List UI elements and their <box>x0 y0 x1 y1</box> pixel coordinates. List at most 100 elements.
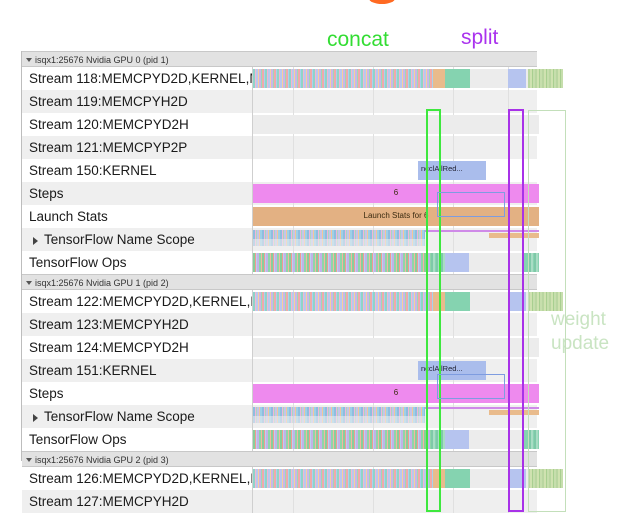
chevron-down-icon[interactable] <box>26 281 32 285</box>
row-track[interactable] <box>252 405 539 428</box>
trace-row[interactable]: Stream 120:MEMCPYD2H <box>22 113 539 136</box>
trace-row-label[interactable]: Stream 151:KERNEL <box>22 359 252 382</box>
row-track[interactable] <box>252 290 563 313</box>
row-track[interactable] <box>252 136 537 159</box>
trace-row-label[interactable]: Stream 120:MEMCPYD2H <box>22 113 252 136</box>
timeline-bar[interactable] <box>526 69 528 88</box>
trace-row[interactable]: TensorFlow Name Scope <box>22 405 539 428</box>
timeline-bar[interactable] <box>470 469 508 488</box>
timeline-bar[interactable] <box>445 69 470 88</box>
trace-row[interactable]: TensorFlow Ops <box>22 428 539 451</box>
timeline-bar[interactable] <box>528 69 563 88</box>
trace-row[interactable]: Stream 121:MEMCPYP2P <box>22 136 537 159</box>
group-header[interactable]: isqx1:25676 Nvidia GPU 1 (pid 2) <box>22 274 537 290</box>
timeline-bar[interactable] <box>508 292 526 311</box>
timeline-bar[interactable] <box>523 430 529 449</box>
trace-row-label[interactable]: Steps <box>22 182 252 205</box>
row-track[interactable] <box>252 428 539 451</box>
trace-row[interactable]: Stream 151:KERNEL ncclAllRed... <box>22 359 537 382</box>
trace-row[interactable]: TensorFlow Name Scope <box>22 228 539 251</box>
timeline-bar[interactable] <box>470 69 508 88</box>
row-track[interactable] <box>252 467 563 490</box>
timeline-bar[interactable] <box>529 253 539 272</box>
trace-row-label[interactable]: Stream 121:MEMCPYP2P <box>22 136 252 159</box>
trace-row-label[interactable]: Stream 127:MEMCPYH2D <box>22 490 252 513</box>
timeline-bar[interactable] <box>253 338 539 357</box>
row-track[interactable] <box>252 228 539 251</box>
row-track[interactable]: ncclAllRed... <box>252 359 537 382</box>
expand-triangle-icon[interactable] <box>33 237 38 245</box>
trace-row[interactable]: Stream 122:MEMCPYD2D,KERNEL,MI <box>22 290 563 313</box>
trace-row-label[interactable]: Stream 123:MEMCPYH2D <box>22 313 252 336</box>
row-track[interactable]: 6 <box>252 382 539 405</box>
timeline-bar[interactable] <box>253 469 433 488</box>
timeline-bar[interactable] <box>253 430 431 449</box>
timeline-bar[interactable] <box>526 292 528 311</box>
trace-row-label[interactable]: TensorFlow Name Scope <box>22 228 252 251</box>
timeline-bar[interactable] <box>253 69 433 88</box>
name-scope-bar[interactable] <box>425 230 539 232</box>
row-track[interactable] <box>252 90 537 113</box>
trace-viewer-panel[interactable]: isqx1:25676 Nvidia GPU 0 (pid 1)Stream 1… <box>21 51 566 513</box>
row-track[interactable] <box>252 313 537 336</box>
name-scope-bar[interactable] <box>253 407 425 416</box>
trace-row[interactable]: Stream 126:MEMCPYD2D,KERNEL,MI <box>22 467 563 490</box>
trace-row-label[interactable]: Steps <box>22 382 252 405</box>
timeline-bar[interactable] <box>470 292 508 311</box>
timeline-bar[interactable] <box>433 69 445 88</box>
timeline-bar[interactable] <box>433 292 445 311</box>
row-track[interactable] <box>252 113 539 136</box>
trace-row-label[interactable]: Stream 126:MEMCPYD2D,KERNEL,MI <box>22 467 252 490</box>
timeline-bar[interactable] <box>445 430 469 449</box>
timeline-bar[interactable] <box>508 469 526 488</box>
row-track[interactable] <box>252 251 539 274</box>
trace-row[interactable]: Stream 127:MEMCPYH2D <box>22 490 537 513</box>
row-track[interactable]: 6 <box>252 182 539 205</box>
trace-row[interactable]: Stream 118:MEMCPYD2D,KERNEL,ME <box>22 67 563 90</box>
trace-row-label[interactable]: Stream 119:MEMCPYH2D <box>22 90 252 113</box>
trace-row-label[interactable]: Launch Stats <box>22 205 252 228</box>
chevron-down-icon[interactable] <box>26 58 32 62</box>
timeline-bar[interactable] <box>523 253 529 272</box>
timeline-bar[interactable] <box>445 253 469 272</box>
trace-row[interactable]: Stream 124:MEMCPYD2H <box>22 336 539 359</box>
steps-bar[interactable]: 6 <box>253 184 539 203</box>
name-scope-bar[interactable] <box>489 410 539 415</box>
trace-row-label[interactable]: Stream 124:MEMCPYD2H <box>22 336 252 359</box>
timeline-bar[interactable] <box>508 69 526 88</box>
trace-row-label[interactable]: TensorFlow Ops <box>22 251 252 274</box>
name-scope-bar[interactable] <box>253 239 425 246</box>
steps-bar[interactable]: 6 <box>253 384 539 403</box>
name-scope-bar[interactable] <box>253 230 425 239</box>
trace-row[interactable]: TensorFlow Ops <box>22 251 539 274</box>
row-track[interactable] <box>252 336 539 359</box>
timeline-bar[interactable] <box>445 292 470 311</box>
row-track[interactable]: Launch Stats for 6 <box>252 205 539 228</box>
nccl-allreduce-bar[interactable]: ncclAllRed... <box>418 161 486 180</box>
timeline-bar[interactable] <box>469 253 523 272</box>
launch-stats-bar[interactable]: Launch Stats for 6 <box>253 207 539 226</box>
trace-row-label[interactable]: TensorFlow Name Scope <box>22 405 252 428</box>
timeline-bar[interactable] <box>529 430 539 449</box>
row-track[interactable] <box>252 67 563 90</box>
timeline-bar[interactable] <box>445 469 470 488</box>
nccl-allreduce-bar[interactable]: ncclAllRed... <box>418 361 486 380</box>
row-track[interactable] <box>252 490 537 513</box>
name-scope-bar[interactable] <box>425 407 539 409</box>
timeline-bar[interactable] <box>528 469 563 488</box>
trace-row[interactable]: Stream 123:MEMCPYH2D <box>22 313 537 336</box>
timeline-bar[interactable] <box>253 292 433 311</box>
expand-triangle-icon[interactable] <box>33 414 38 422</box>
timeline-bar[interactable] <box>469 430 523 449</box>
name-scope-bar[interactable] <box>253 416 425 423</box>
trace-row-label[interactable]: TensorFlow Ops <box>22 428 252 451</box>
trace-row[interactable]: Stream 119:MEMCPYH2D <box>22 90 537 113</box>
timeline-bar[interactable] <box>431 430 445 449</box>
timeline-bar[interactable] <box>528 292 563 311</box>
group-header[interactable]: isqx1:25676 Nvidia GPU 2 (pid 3) <box>22 451 537 467</box>
name-scope-bar[interactable] <box>489 233 539 238</box>
